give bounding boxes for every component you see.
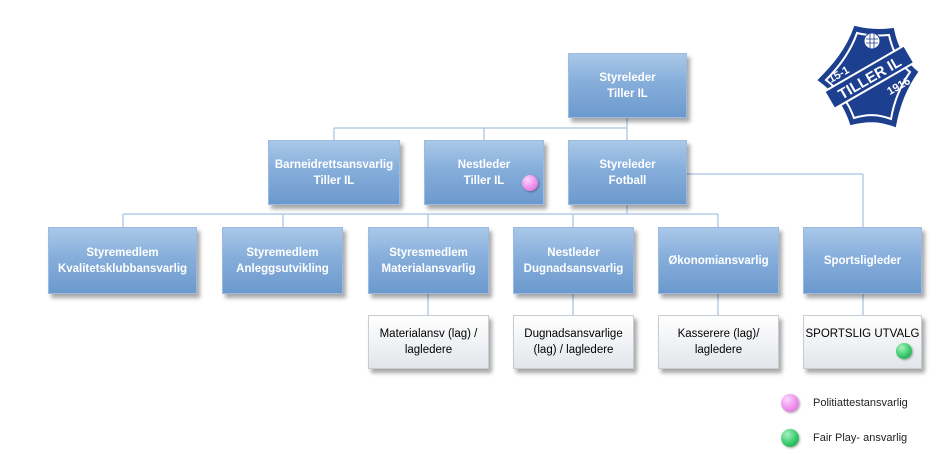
node-line-1: Materialansv (lag) / bbox=[379, 328, 478, 340]
node-subtitle: Anleggsutvikling bbox=[236, 262, 329, 275]
node-title: Styresmedlem bbox=[389, 246, 468, 259]
node-sportsligleder: Sportsligleder bbox=[803, 227, 922, 294]
node-line-2: (lag) / lagledere bbox=[533, 344, 614, 356]
node-styreleder-fotball: Styreleder Fotball bbox=[568, 140, 687, 205]
node-subtitle: Tiller IL bbox=[313, 174, 355, 187]
node-kasserere-lag: Kasserere (lag)/ lagledere bbox=[658, 315, 779, 369]
node-title: Sportsligleder bbox=[823, 254, 902, 267]
legend-fair-play: Fair Play- ansvarlig bbox=[781, 429, 907, 447]
politiattest-marker bbox=[522, 175, 538, 191]
node-materialansvarlig: Styresmedlem Materialansvarlig bbox=[368, 227, 489, 294]
node-title: Styremedlem bbox=[246, 246, 319, 259]
node-anleggsutvikling: Styremedlem Anleggsutvikling bbox=[222, 227, 343, 294]
node-subtitle: Tiller IL bbox=[607, 87, 648, 100]
legend-politiattest: Politiattestansvarlig bbox=[781, 394, 908, 412]
legend-label: Politiattestansvarlig bbox=[813, 397, 908, 409]
legend-label: Fair Play- ansvarlig bbox=[813, 432, 908, 444]
node-subtitle: Materialansvarlig bbox=[381, 262, 476, 275]
node-line-1: Kasserere (lag)/ bbox=[677, 328, 760, 340]
node-subtitle: Kvalitetsklubbansvarlig bbox=[57, 262, 188, 275]
node-subtitle: Dugnadsansvarlig bbox=[523, 262, 624, 275]
node-line-2: lagledere bbox=[694, 344, 743, 356]
node-line-1: Dugnadsansvarlige bbox=[524, 328, 623, 340]
node-title: Styremedlem bbox=[86, 246, 159, 259]
node-title: Barneidrettsansvarlig bbox=[274, 158, 394, 171]
pink-circle-icon bbox=[781, 394, 799, 412]
node-subtitle: Fotball bbox=[608, 174, 647, 187]
node-okonomiansvarlig: Økonomiansvarlig bbox=[658, 227, 779, 294]
node-kvalitetsklubbansvarlig: Styremedlem Kvalitetsklubbansvarlig bbox=[48, 227, 197, 294]
node-materialansv-lag: Materialansv (lag) / lagledere bbox=[368, 315, 489, 369]
node-dugnadsansvarlige-lag: Dugnadsansvarlige (lag) / lagledere bbox=[513, 315, 634, 369]
tiller-il-logo: TILLER IL 15-1 1916 bbox=[817, 25, 919, 128]
node-subtitle: Tiller IL bbox=[463, 174, 505, 187]
fair-play-marker bbox=[896, 343, 912, 359]
node-title: Styreleder bbox=[599, 158, 656, 171]
green-circle-icon bbox=[781, 429, 799, 447]
node-nestleder-tiller-il: Nestleder Tiller IL bbox=[424, 140, 544, 205]
node-title: Styreleder bbox=[599, 71, 656, 84]
node-sportslig-utvalg: SPORTSLIG UTVALG bbox=[803, 315, 922, 369]
node-title: Økonomiansvarlig bbox=[668, 254, 769, 267]
node-line-2: lagledere bbox=[404, 344, 453, 356]
node-dugnadsansvarlig: Nestleder Dugnadsansvarlig bbox=[513, 227, 634, 294]
node-styreleder-tiller-il: Styreleder Tiller IL bbox=[568, 53, 687, 118]
node-barneidrettsansvarlig: Barneidrettsansvarlig Tiller IL bbox=[268, 140, 400, 205]
node-line-1: SPORTSLIG UTVALG bbox=[805, 328, 920, 340]
node-title: Nestleder bbox=[457, 158, 511, 171]
node-title: Nestleder bbox=[547, 246, 600, 259]
